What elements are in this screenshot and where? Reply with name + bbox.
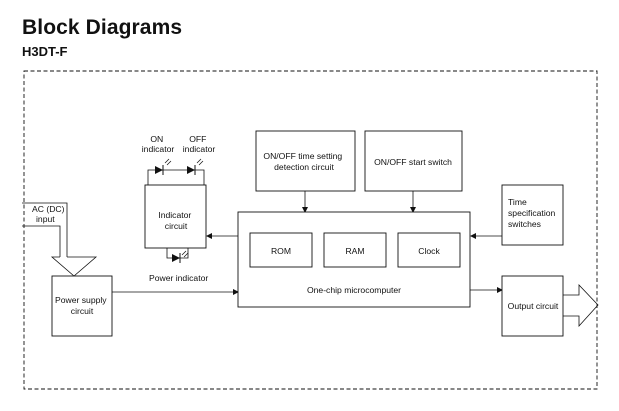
model-subtitle: H3DT-F	[22, 44, 68, 59]
page-title: Block Diagrams	[22, 16, 183, 39]
time-spec-box	[501, 184, 564, 246]
power-supply-label: Power supply circuit	[55, 295, 109, 316]
clock-label: Clock	[418, 246, 440, 256]
on-indicator-label: ON indicator	[142, 134, 175, 154]
indicator-circuit-box	[144, 184, 207, 249]
input-line-inner	[22, 225, 61, 257]
output-hollow-arrow	[563, 283, 599, 328]
time-setting-label: ON/OFF time setting detection circuit	[263, 151, 344, 172]
rom-label: ROM	[271, 246, 291, 256]
input-label: AC (DC) input	[32, 204, 67, 224]
input-hollow-arrow	[50, 256, 98, 277]
start-switch-box	[364, 130, 463, 192]
microcomputer-label: One-chip microcomputer	[307, 285, 401, 295]
on-led-icon	[155, 158, 172, 175]
indicator-circuit-label: Indicator circuit	[158, 210, 193, 231]
led-bus	[147, 169, 205, 185]
time-spec-label: Time specification switches	[508, 197, 558, 229]
rom-box	[249, 232, 313, 268]
output-circuit-label: Output circuit	[508, 301, 559, 311]
power-led-icon	[172, 250, 189, 263]
power-indicator-label: Power indicator	[149, 273, 208, 283]
input-line-outer	[22, 202, 68, 257]
time-setting-box	[255, 130, 356, 192]
ram-label: RAM	[345, 246, 364, 256]
start-switch-label: ON/OFF start switch	[374, 157, 452, 167]
clock-box	[397, 232, 461, 268]
off-indicator-label: OFF indicator	[183, 134, 216, 154]
off-led-icon	[187, 158, 204, 175]
diagram-frame	[23, 70, 598, 390]
output-circuit-box	[501, 275, 564, 337]
power-supply-box	[51, 275, 113, 337]
ram-box	[323, 232, 387, 268]
